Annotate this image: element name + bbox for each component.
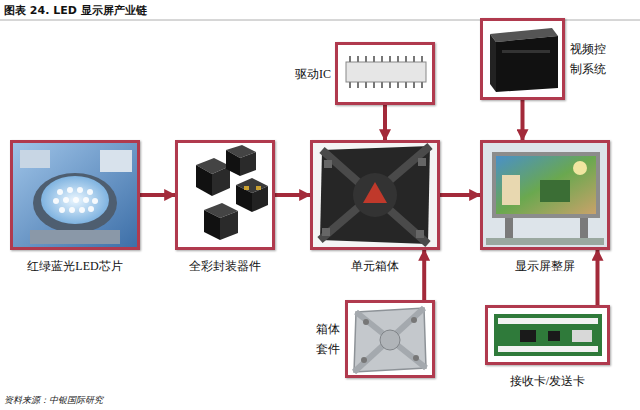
source-note: 资料来源：中银国际研究	[4, 394, 103, 407]
node-label: 视频控制系统	[570, 39, 607, 80]
picture-box: 显示屏整屏	[480, 140, 610, 250]
node-label: 驱动IC	[295, 65, 331, 83]
package-picture	[178, 143, 272, 247]
picture-box: 单元箱体	[310, 140, 440, 250]
led-chip-picture	[13, 143, 137, 247]
flow-arrow	[140, 193, 175, 197]
flow-arrow	[383, 105, 387, 140]
picture-box: 接收卡/发送卡	[485, 305, 610, 365]
driver-ic-picture	[338, 45, 432, 102]
picture-box: 箱体套件	[345, 300, 435, 378]
video-control-picture	[483, 21, 562, 97]
cabinet-kit-picture	[348, 303, 432, 375]
node-label: 接收卡/发送卡	[510, 372, 585, 390]
node-label: 单元箱体	[351, 257, 399, 275]
picture-box: 视频控制系统	[480, 18, 565, 100]
picture-box: 全彩封装器件	[175, 140, 275, 250]
screen-picture	[483, 143, 607, 247]
flow-arrow	[422, 250, 426, 300]
flow-arrow	[596, 250, 600, 305]
cabinet-picture	[313, 143, 437, 247]
flow-arrow	[275, 193, 310, 197]
flow-arrow	[521, 100, 525, 140]
node-label: 显示屏整屏	[515, 257, 575, 275]
picture-box: 驱动IC	[335, 42, 435, 105]
node-label: 全彩封装器件	[189, 257, 261, 275]
node-label: 红绿蓝光LED芯片	[27, 257, 122, 275]
chart-title: 图表 24. LED 显示屏产业链	[4, 3, 147, 18]
receive-card-picture	[488, 308, 607, 362]
picture-box: 红绿蓝光LED芯片	[10, 140, 140, 250]
node-label: 箱体套件	[316, 319, 341, 360]
flow-arrow	[440, 193, 480, 197]
